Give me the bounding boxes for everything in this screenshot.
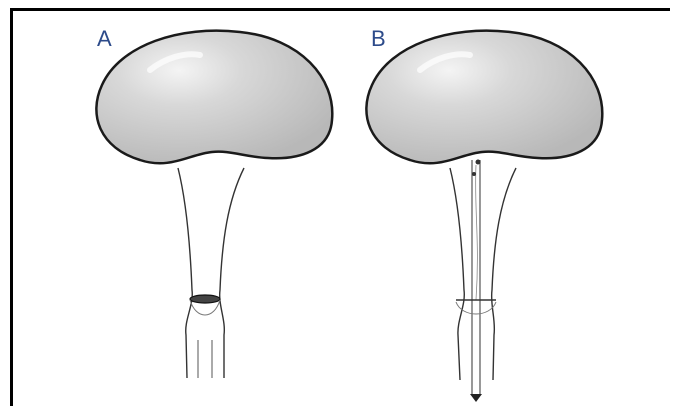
panel-b-urethra-right <box>492 168 516 380</box>
panel-a-bladder-body <box>96 31 332 164</box>
panel-a-bladder <box>96 31 332 378</box>
panel-b-bladder-body <box>366 31 602 164</box>
panel-a-sphincter <box>190 295 220 303</box>
panel-b-urethra <box>450 168 464 380</box>
panel-a-urethra-right <box>220 168 244 378</box>
panel-b-bladder <box>366 31 602 402</box>
panel-b-catheter-tip <box>470 394 482 402</box>
panel-a-urethra <box>178 168 192 378</box>
